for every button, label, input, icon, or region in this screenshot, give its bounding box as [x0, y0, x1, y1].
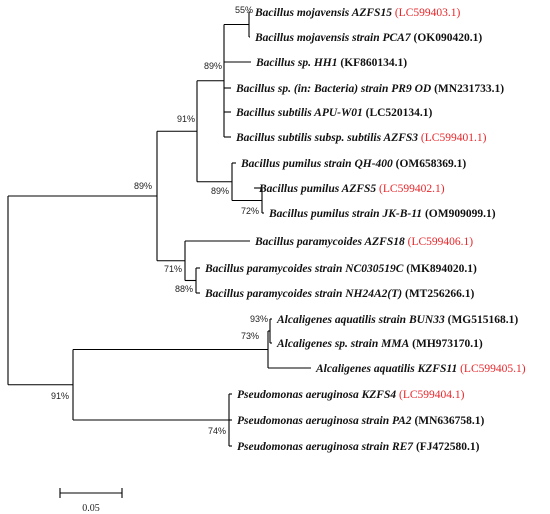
taxon-accession: (MN231733.1) — [431, 83, 504, 95]
bootstrap-value: 72% — [241, 206, 259, 216]
taxon-labels: Bacillus mojavensis AZFS15 (LC599403.1)B… — [204, 7, 526, 453]
taxon-label: Bacillus sp. (in: Bacteria) strain PR9 O… — [235, 83, 504, 95]
taxon-accession: (OM909099.1) — [422, 208, 496, 220]
bootstrap-value: 93% — [250, 314, 268, 324]
bootstrap-value: 89% — [211, 186, 229, 196]
taxon-name: Bacillus subtilis APU-W01 — [235, 107, 363, 119]
taxon-name: Bacillus paramycoides strain NH24A2(T) — [204, 288, 402, 300]
taxon-accession: (LC599406.1) — [405, 236, 474, 248]
taxon-label: Alcaligenes aquatilis KZFS11 (LC599405.1… — [315, 363, 526, 375]
taxon-accession: (MK894020.1) — [403, 263, 477, 275]
bootstrap-value: 89% — [134, 181, 152, 191]
bootstrap-labels: 55% 89% 91% 89% 89% 72% 71% 88% 93% 73% 91% 74% — [51, 5, 268, 436]
taxon-label: Bacillus mojavensis AZFS15 (LC599403.1) — [254, 7, 460, 19]
taxon-name: Alcaligenes aquatilis KZFS11 — [315, 363, 457, 375]
taxon-accession: (LC599401.1) — [418, 132, 487, 144]
taxon-label: Bacillus paramycoides strain NC030519C (… — [204, 263, 477, 275]
taxon-label: Bacillus mojavensis strain PCA7 (OK09042… — [254, 32, 482, 44]
bootstrap-value: 89% — [204, 61, 222, 71]
taxon-label: Bacillus pumilus strain QH-400 (OM658369… — [240, 158, 466, 170]
taxon-label: Bacillus paramycoides AZFS18 (LC599406.1… — [254, 236, 473, 248]
taxon-accession: (MG515168.1) — [445, 314, 519, 326]
taxon-label: Pseudomonas aeruginosa strain PA2 (MN636… — [237, 415, 485, 427]
bootstrap-value: 91% — [51, 391, 69, 401]
scale-bar: 0.05 — [59, 488, 123, 514]
taxon-name: Alcaligenes aquatilis strain BUN33 — [276, 314, 445, 326]
taxon-name: Bacillus sp. HH1 — [255, 57, 337, 69]
taxon-name: Pseudomonas aeruginosa strain PA2 — [237, 415, 412, 427]
taxon-label: Pseudomonas aeruginosa strain RE7 (FJ472… — [237, 441, 480, 453]
taxon-label: Bacillus pumilus AZFS5 (LC599402.1) — [258, 183, 445, 195]
taxon-label: Bacillus subtilis subsp. subtilis AZFS3 … — [235, 132, 487, 144]
taxon-name: Bacillus subtilis subsp. subtilis AZFS3 — [235, 132, 418, 144]
taxon-name: Bacillus pumilus strain QH-400 — [240, 158, 393, 170]
scale-bar-label: 0.05 — [82, 503, 100, 514]
taxon-label: Bacillus paramycoides strain NH24A2(T) (… — [204, 288, 474, 300]
taxon-label: Bacillus sp. HH1 (KF860134.1) — [255, 57, 407, 69]
taxon-name: Pseudomonas aeruginosa KZFS4 — [237, 389, 396, 401]
taxon-accession: (OM658369.1) — [393, 158, 467, 170]
bootstrap-value: 55% — [235, 5, 253, 15]
taxon-name: Bacillus pumilus AZFS5 — [258, 183, 376, 195]
taxon-accession: (LC599405.1) — [457, 363, 526, 375]
taxon-name: Bacillus mojavensis AZFS15 — [254, 7, 392, 19]
taxon-label: Pseudomonas aeruginosa KZFS4 (LC599404.1… — [237, 389, 465, 401]
taxon-name: Bacillus pumilus strain JK-B-11 — [268, 208, 422, 220]
taxon-accession: (MN636758.1) — [412, 415, 485, 427]
taxon-name: Bacillus paramycoides AZFS18 — [254, 236, 405, 248]
bootstrap-value: 71% — [164, 264, 182, 274]
tree-branches — [7, 11, 311, 447]
taxon-accession: (OK090420.1) — [411, 32, 483, 44]
taxon-name: Bacillus paramycoides strain NC030519C — [204, 263, 404, 275]
taxon-name: Bacillus mojavensis strain PCA7 — [254, 32, 412, 44]
bootstrap-value: 88% — [175, 284, 193, 294]
taxon-accession: (MT256266.1) — [402, 288, 474, 300]
taxon-name: Pseudomonas aeruginosa strain RE7 — [237, 441, 414, 453]
taxon-accession: (LC520134.1) — [363, 107, 433, 119]
taxon-name: Alcaligenes sp. strain MMA — [276, 338, 410, 350]
taxon-label: Bacillus subtilis APU-W01 (LC520134.1) — [235, 107, 433, 119]
bootstrap-value: 73% — [241, 331, 259, 341]
taxon-label: Alcaligenes aquatilis strain BUN33 (MG51… — [276, 314, 518, 326]
bootstrap-value: 74% — [208, 426, 226, 436]
taxon-label: Alcaligenes sp. strain MMA (MH973170.1) — [276, 338, 483, 350]
taxon-accession: (FJ472580.1) — [413, 441, 480, 453]
taxon-accession: (LC599403.1) — [392, 7, 461, 19]
taxon-accession: (LC599402.1) — [376, 183, 445, 195]
taxon-accession: (KF860134.1) — [337, 57, 407, 69]
taxon-label: Bacillus pumilus strain JK-B-11 (OM90909… — [268, 208, 496, 220]
taxon-accession: (MH973170.1) — [409, 338, 483, 350]
taxon-accession: (LC599404.1) — [396, 389, 465, 401]
taxon-name: Bacillus sp. (in: Bacteria) strain PR9 O… — [235, 83, 432, 95]
bootstrap-value: 91% — [177, 114, 195, 124]
